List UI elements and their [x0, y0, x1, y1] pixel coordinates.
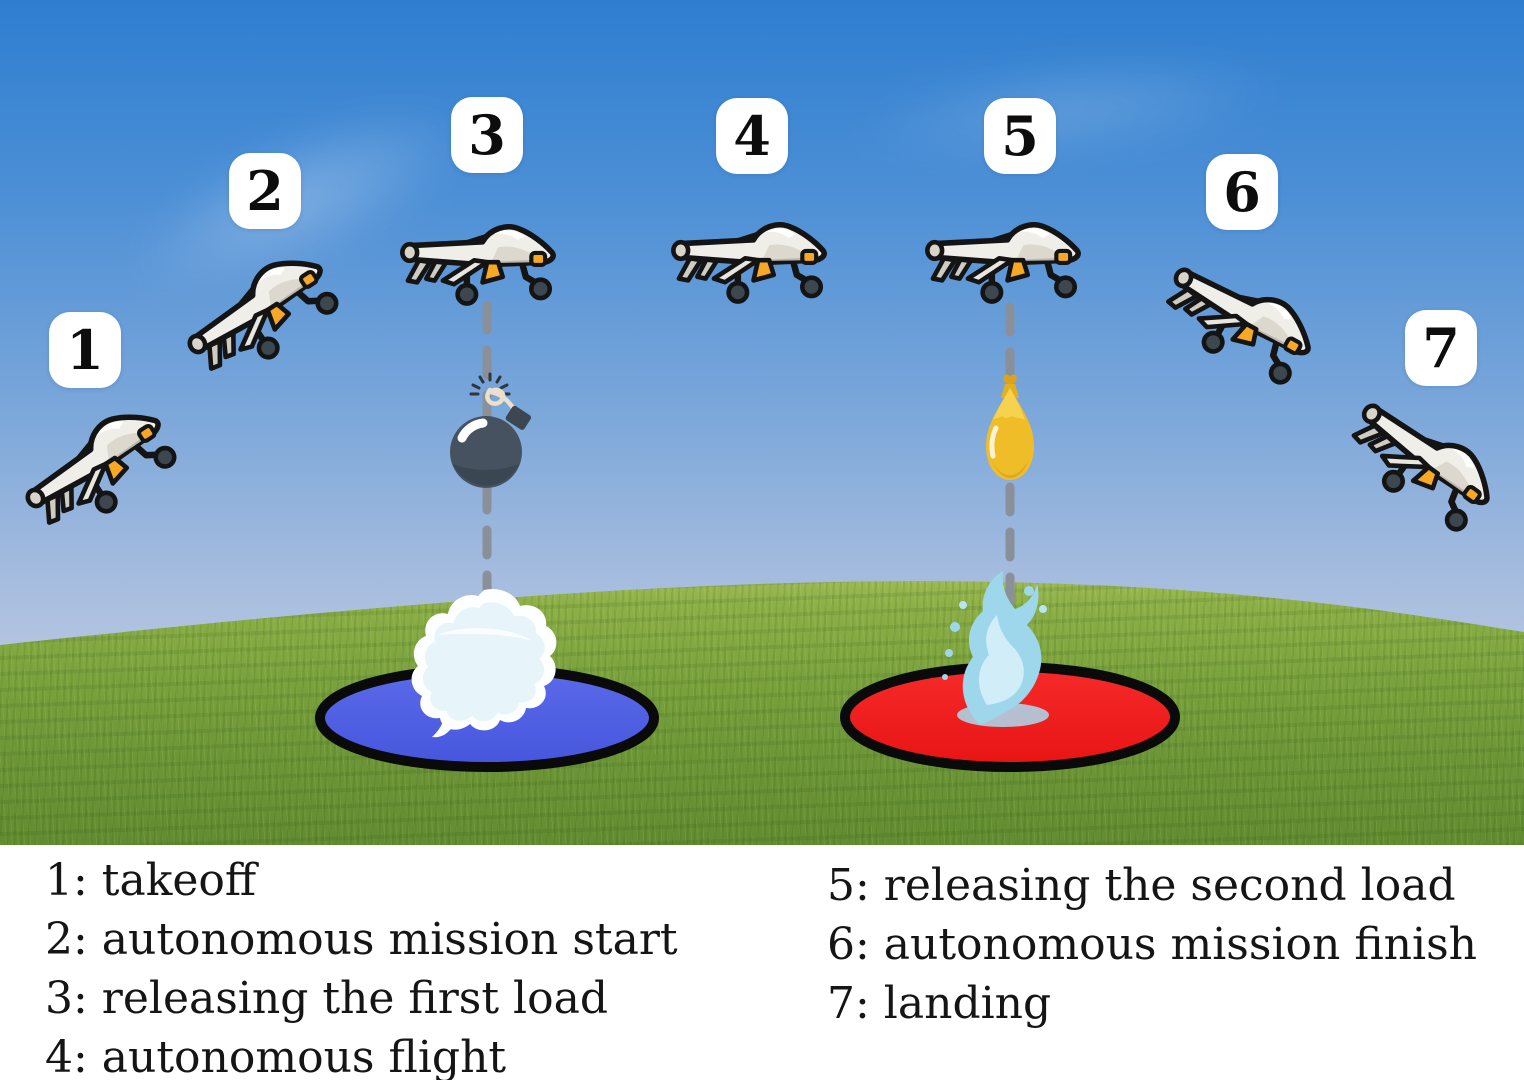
legend-item-7: 7: landing — [827, 978, 1052, 1029]
grass-hill — [0, 560, 1524, 845]
drone-icon — [1142, 229, 1346, 407]
legend-panel: 1: takeoff 2: autonomous mission start 3… — [0, 845, 1524, 1080]
drone-icon — [0, 371, 202, 555]
step-badge-6: 6 — [1206, 154, 1278, 230]
fuse-spark-icon — [469, 372, 511, 396]
drone-icon — [159, 217, 363, 401]
step-badge-2: 2 — [229, 153, 301, 229]
step-number: 5 — [1001, 104, 1039, 168]
bomb-icon — [450, 372, 532, 488]
step-number: 4 — [733, 104, 771, 168]
cloud-wisp — [754, 7, 1386, 213]
drone-icon — [395, 205, 570, 311]
legend-item-2: 2: autonomous mission start — [45, 914, 678, 965]
legend-column-right: 5: releasing the second load 6: autonomo… — [827, 856, 1477, 1033]
step-badge-3: 3 — [451, 97, 523, 173]
legend-item-4: 4: autonomous flight — [45, 1032, 507, 1080]
step-badge-5: 5 — [984, 98, 1056, 174]
water-splash-icon — [942, 571, 1049, 727]
drone-icon — [1326, 367, 1524, 556]
legend-item-5: 5: releasing the second load — [827, 860, 1456, 911]
smoke-splat-icon — [411, 588, 557, 738]
step-badge-7: 7 — [1405, 310, 1477, 386]
legend-column-left: 1: takeoff 2: autonomous mission start 3… — [45, 851, 678, 1080]
legend-item-1: 1: takeoff — [45, 855, 257, 906]
step-badge-1: 1 — [49, 312, 121, 388]
drone-icon — [666, 203, 841, 309]
legend-item-6: 6: autonomous mission finish — [827, 919, 1478, 970]
step-badge-4: 4 — [716, 98, 788, 174]
water-balloon-icon — [986, 374, 1034, 480]
step-number: 2 — [246, 159, 284, 223]
step-number: 3 — [468, 103, 506, 167]
step-number: 6 — [1223, 160, 1261, 224]
legend-item-3: 3: releasing the first load — [45, 973, 608, 1024]
step-number: 7 — [1422, 316, 1460, 380]
step-number: 1 — [66, 318, 104, 382]
drone-icon — [920, 203, 1095, 309]
